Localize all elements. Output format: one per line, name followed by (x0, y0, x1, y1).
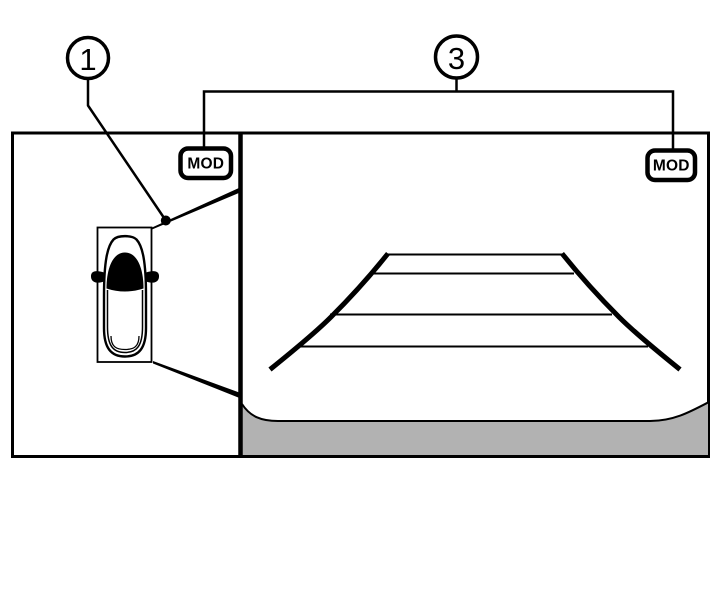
callout-1-target-dot (160, 215, 171, 226)
mod-badge-right: MOD (645, 148, 698, 183)
mod-badge-icon (645, 148, 698, 183)
callout-1: 1 (65, 35, 171, 226)
callout-3-circle (433, 34, 480, 80)
guide-rail-right (560, 251, 682, 372)
mod-badge-label: MOD (653, 158, 690, 175)
mod-zone-bottom-edge (153, 361, 242, 399)
car-top-view-icon (90, 234, 160, 358)
callout-3: 3 (202, 34, 675, 149)
mod-zone-top-edge (152, 187, 240, 230)
car-rear-bumper-line (110, 335, 140, 351)
mod-badge-label: MOD (187, 156, 224, 173)
callout-3-bracket (202, 78, 675, 149)
callout-3-number: 3 (448, 41, 465, 76)
parking-guide-lines (268, 251, 682, 372)
car-windshield (106, 252, 144, 292)
car-mirror-left-icon (90, 271, 104, 283)
car-body-inner-line (106, 290, 144, 354)
mod-badge-icon (178, 146, 234, 181)
birdseye-view-panel (90, 187, 242, 399)
callout-1-leader (86, 78, 167, 222)
callout-1-circle (65, 35, 111, 81)
vehicle-bumper-area (242, 402, 708, 455)
bumper-edge-line (241, 401, 709, 422)
mod-badge-left: MOD (178, 146, 234, 181)
car-mirror-right-icon (146, 271, 160, 283)
callout-1-number: 1 (79, 42, 96, 77)
rear-view-panel (241, 251, 709, 455)
